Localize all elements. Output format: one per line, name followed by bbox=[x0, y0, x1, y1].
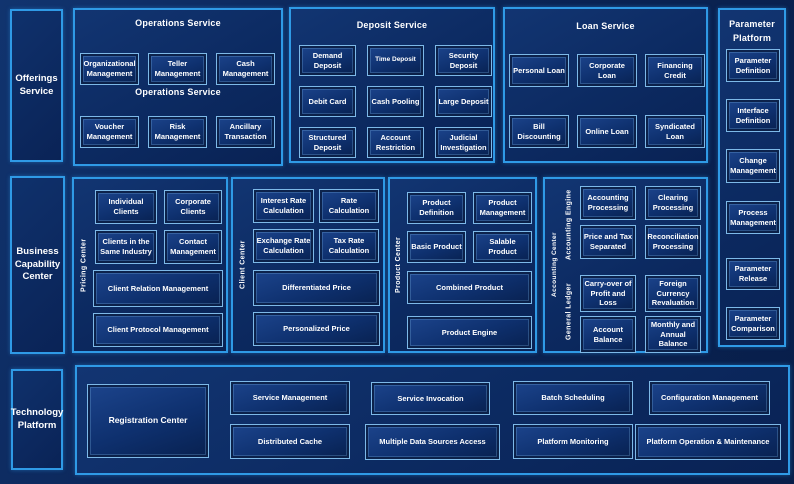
box-foreign-currency-revaluation: Foreign Currency Revaluation bbox=[645, 275, 701, 312]
pricing-center-panel: Pricing Center Individual Clients Corpor… bbox=[72, 177, 228, 353]
box-security-deposit: Security Deposit bbox=[435, 45, 492, 76]
box-service-management: Service Management bbox=[230, 381, 350, 415]
technology-platform-panel: Registration Center Service Management S… bbox=[75, 365, 790, 475]
box-debit-card: Debit Card bbox=[299, 86, 356, 117]
box-bill-discounting: Bill Discounting bbox=[509, 115, 569, 148]
box-personalized-price: Personalized Price bbox=[253, 312, 380, 346]
pricing-center-grid: Individual Clients Corporate Clients Cli… bbox=[95, 190, 222, 264]
box-basic-product: Basic Product bbox=[407, 231, 466, 263]
box-differentiated-price: Differentiated Price bbox=[253, 270, 380, 306]
box-service-invocation: Service Invocation bbox=[371, 382, 490, 415]
box-exchange-rate-calculation: Exchange Rate Calculation bbox=[253, 229, 314, 263]
box-accounting-processing: Accounting Processing bbox=[580, 186, 636, 220]
product-center-grid: Product Definition Product Management Ba… bbox=[407, 192, 532, 263]
client-center-panel: Client Center Interest Rate Calculation … bbox=[231, 177, 385, 353]
deposit-service-grid: Demand Deposit Time Deposit Security Dep… bbox=[299, 45, 492, 158]
box-monthly-annual-balance: Monthly and Annual Balance bbox=[645, 316, 701, 353]
box-product-engine: Product Engine bbox=[407, 316, 532, 349]
operations-service-title: Operations Service bbox=[135, 18, 221, 28]
box-client-protocol-management: Client Protocol Management bbox=[93, 313, 223, 347]
loan-service-grid: Personal Loan Corporate Loan Financing C… bbox=[509, 54, 705, 148]
box-large-deposit: Large Deposit bbox=[435, 86, 492, 117]
box-platform-monitoring: Platform Monitoring bbox=[513, 424, 633, 459]
box-judicial-investigation: Judicial Investigation bbox=[435, 127, 492, 158]
box-combined-product: Combined Product bbox=[407, 271, 532, 304]
pricing-center-label: Pricing Center bbox=[80, 238, 88, 292]
box-corporate-clients: Corporate Clients bbox=[164, 190, 222, 224]
rail-offerings-service: Offerings Service bbox=[10, 9, 63, 162]
product-center-panel: Product Center Product Definition Produc… bbox=[388, 177, 537, 353]
operations-service-subtitle: Operations Service bbox=[135, 87, 221, 97]
box-price-and-tax-separated: Price and Tax Separated bbox=[580, 225, 636, 259]
box-carry-over-profit-loss: Carry-over of Profit and Loss bbox=[580, 275, 636, 312]
box-salable-product: Salable Product bbox=[473, 231, 532, 263]
box-process-management: Process Management bbox=[726, 201, 780, 234]
box-risk-management: Risk Management bbox=[148, 116, 207, 148]
loan-service-title: Loan Service bbox=[576, 21, 635, 31]
box-demand-deposit: Demand Deposit bbox=[299, 45, 356, 76]
box-account-restriction: Account Restriction bbox=[367, 127, 424, 158]
product-center-label: Product Center bbox=[395, 236, 402, 294]
box-parameter-comparison: Parameter Comparison bbox=[726, 307, 780, 340]
box-distributed-cache: Distributed Cache bbox=[230, 424, 350, 459]
box-corporate-loan: Corporate Loan bbox=[577, 54, 637, 87]
box-personal-loan: Personal Loan bbox=[509, 54, 569, 87]
box-reconciliation-processing: Reconciliation Processing bbox=[645, 225, 701, 259]
box-interface-definition: Interface Definition bbox=[726, 99, 780, 132]
box-client-relation-management: Client Relation Management bbox=[93, 270, 223, 307]
client-center-label: Client Center bbox=[239, 240, 247, 290]
box-cash-management: Cash Management bbox=[216, 53, 275, 85]
box-syndicated-loan: Syndicated Loan bbox=[645, 115, 705, 148]
box-financing-credit: Financing Credit bbox=[645, 54, 705, 87]
box-structured-deposit: Structured Deposit bbox=[299, 127, 356, 158]
operations-service-panel: Operations Service Operations Service Or… bbox=[73, 8, 283, 166]
box-cash-pooling: Cash Pooling bbox=[367, 86, 424, 117]
accounting-center-panel: Accounting Center Accounting Engine Gene… bbox=[543, 177, 708, 353]
box-batch-scheduling: Batch Scheduling bbox=[513, 381, 633, 415]
general-ledger-grid: Carry-over of Profit and Loss Foreign Cu… bbox=[580, 275, 701, 353]
deposit-service-title: Deposit Service bbox=[356, 20, 428, 30]
box-platform-operation-maintenance: Platform Operation & Maintenance bbox=[635, 424, 781, 460]
box-registration-center: Registration Center bbox=[87, 384, 209, 458]
box-product-definition: Product Definition bbox=[407, 192, 466, 224]
box-time-deposit: Time Deposit bbox=[367, 45, 424, 76]
box-multiple-data-sources-access: Multiple Data Sources Access bbox=[365, 424, 500, 460]
rail-business-capability-center: Business Capability Center bbox=[10, 176, 65, 354]
accounting-center-label: Accounting Center bbox=[551, 232, 558, 298]
client-center-grid: Interest Rate Calculation Rate Calculati… bbox=[253, 189, 379, 263]
box-product-management: Product Management bbox=[473, 192, 532, 224]
box-parameter-release: Parameter Release bbox=[726, 258, 780, 290]
box-parameter-definition: Parameter Definition bbox=[726, 49, 780, 82]
box-ancillary-transaction: Ancillary Transaction bbox=[216, 116, 275, 148]
box-online-loan: Online Loan bbox=[577, 115, 637, 148]
box-organizational-management: Organizational Management bbox=[80, 53, 139, 85]
box-individual-clients: Individual Clients bbox=[95, 190, 157, 224]
box-change-management: Change Management bbox=[726, 149, 780, 183]
deposit-service-panel: Deposit Service Demand Deposit Time Depo… bbox=[289, 7, 495, 163]
box-interest-rate-calculation: Interest Rate Calculation bbox=[253, 189, 314, 223]
accounting-engine-grid: Accounting Processing Clearing Processin… bbox=[580, 186, 701, 259]
box-tax-rate-calculation: Tax Rate Calculation bbox=[319, 229, 379, 263]
parameter-platform-title: Parameter Platform bbox=[729, 19, 775, 44]
general-ledger-label: General Ledger bbox=[565, 283, 573, 341]
box-rate-calculation: Rate Calculation bbox=[319, 189, 379, 223]
box-clearing-processing: Clearing Processing bbox=[645, 186, 701, 220]
box-teller-management: Teller Management bbox=[148, 53, 207, 85]
box-configuration-management: Configuration Management bbox=[649, 381, 770, 415]
accounting-engine-label: Accounting Engine bbox=[565, 189, 573, 261]
box-voucher-management: Voucher Management bbox=[80, 116, 139, 148]
operations-service-grid: Organizational Management Teller Managem… bbox=[80, 53, 275, 148]
box-clients-same-industry: Clients in the Same Industry bbox=[95, 230, 157, 264]
box-contact-management: Contact Management bbox=[164, 230, 222, 264]
loan-service-panel: Loan Service Personal Loan Corporate Loa… bbox=[503, 7, 708, 163]
rail-technology-platform: Technology Platform bbox=[11, 369, 63, 470]
parameter-platform-panel: Parameter Platform Parameter Definition … bbox=[718, 8, 786, 347]
box-account-balance: Account Balance bbox=[580, 316, 636, 353]
